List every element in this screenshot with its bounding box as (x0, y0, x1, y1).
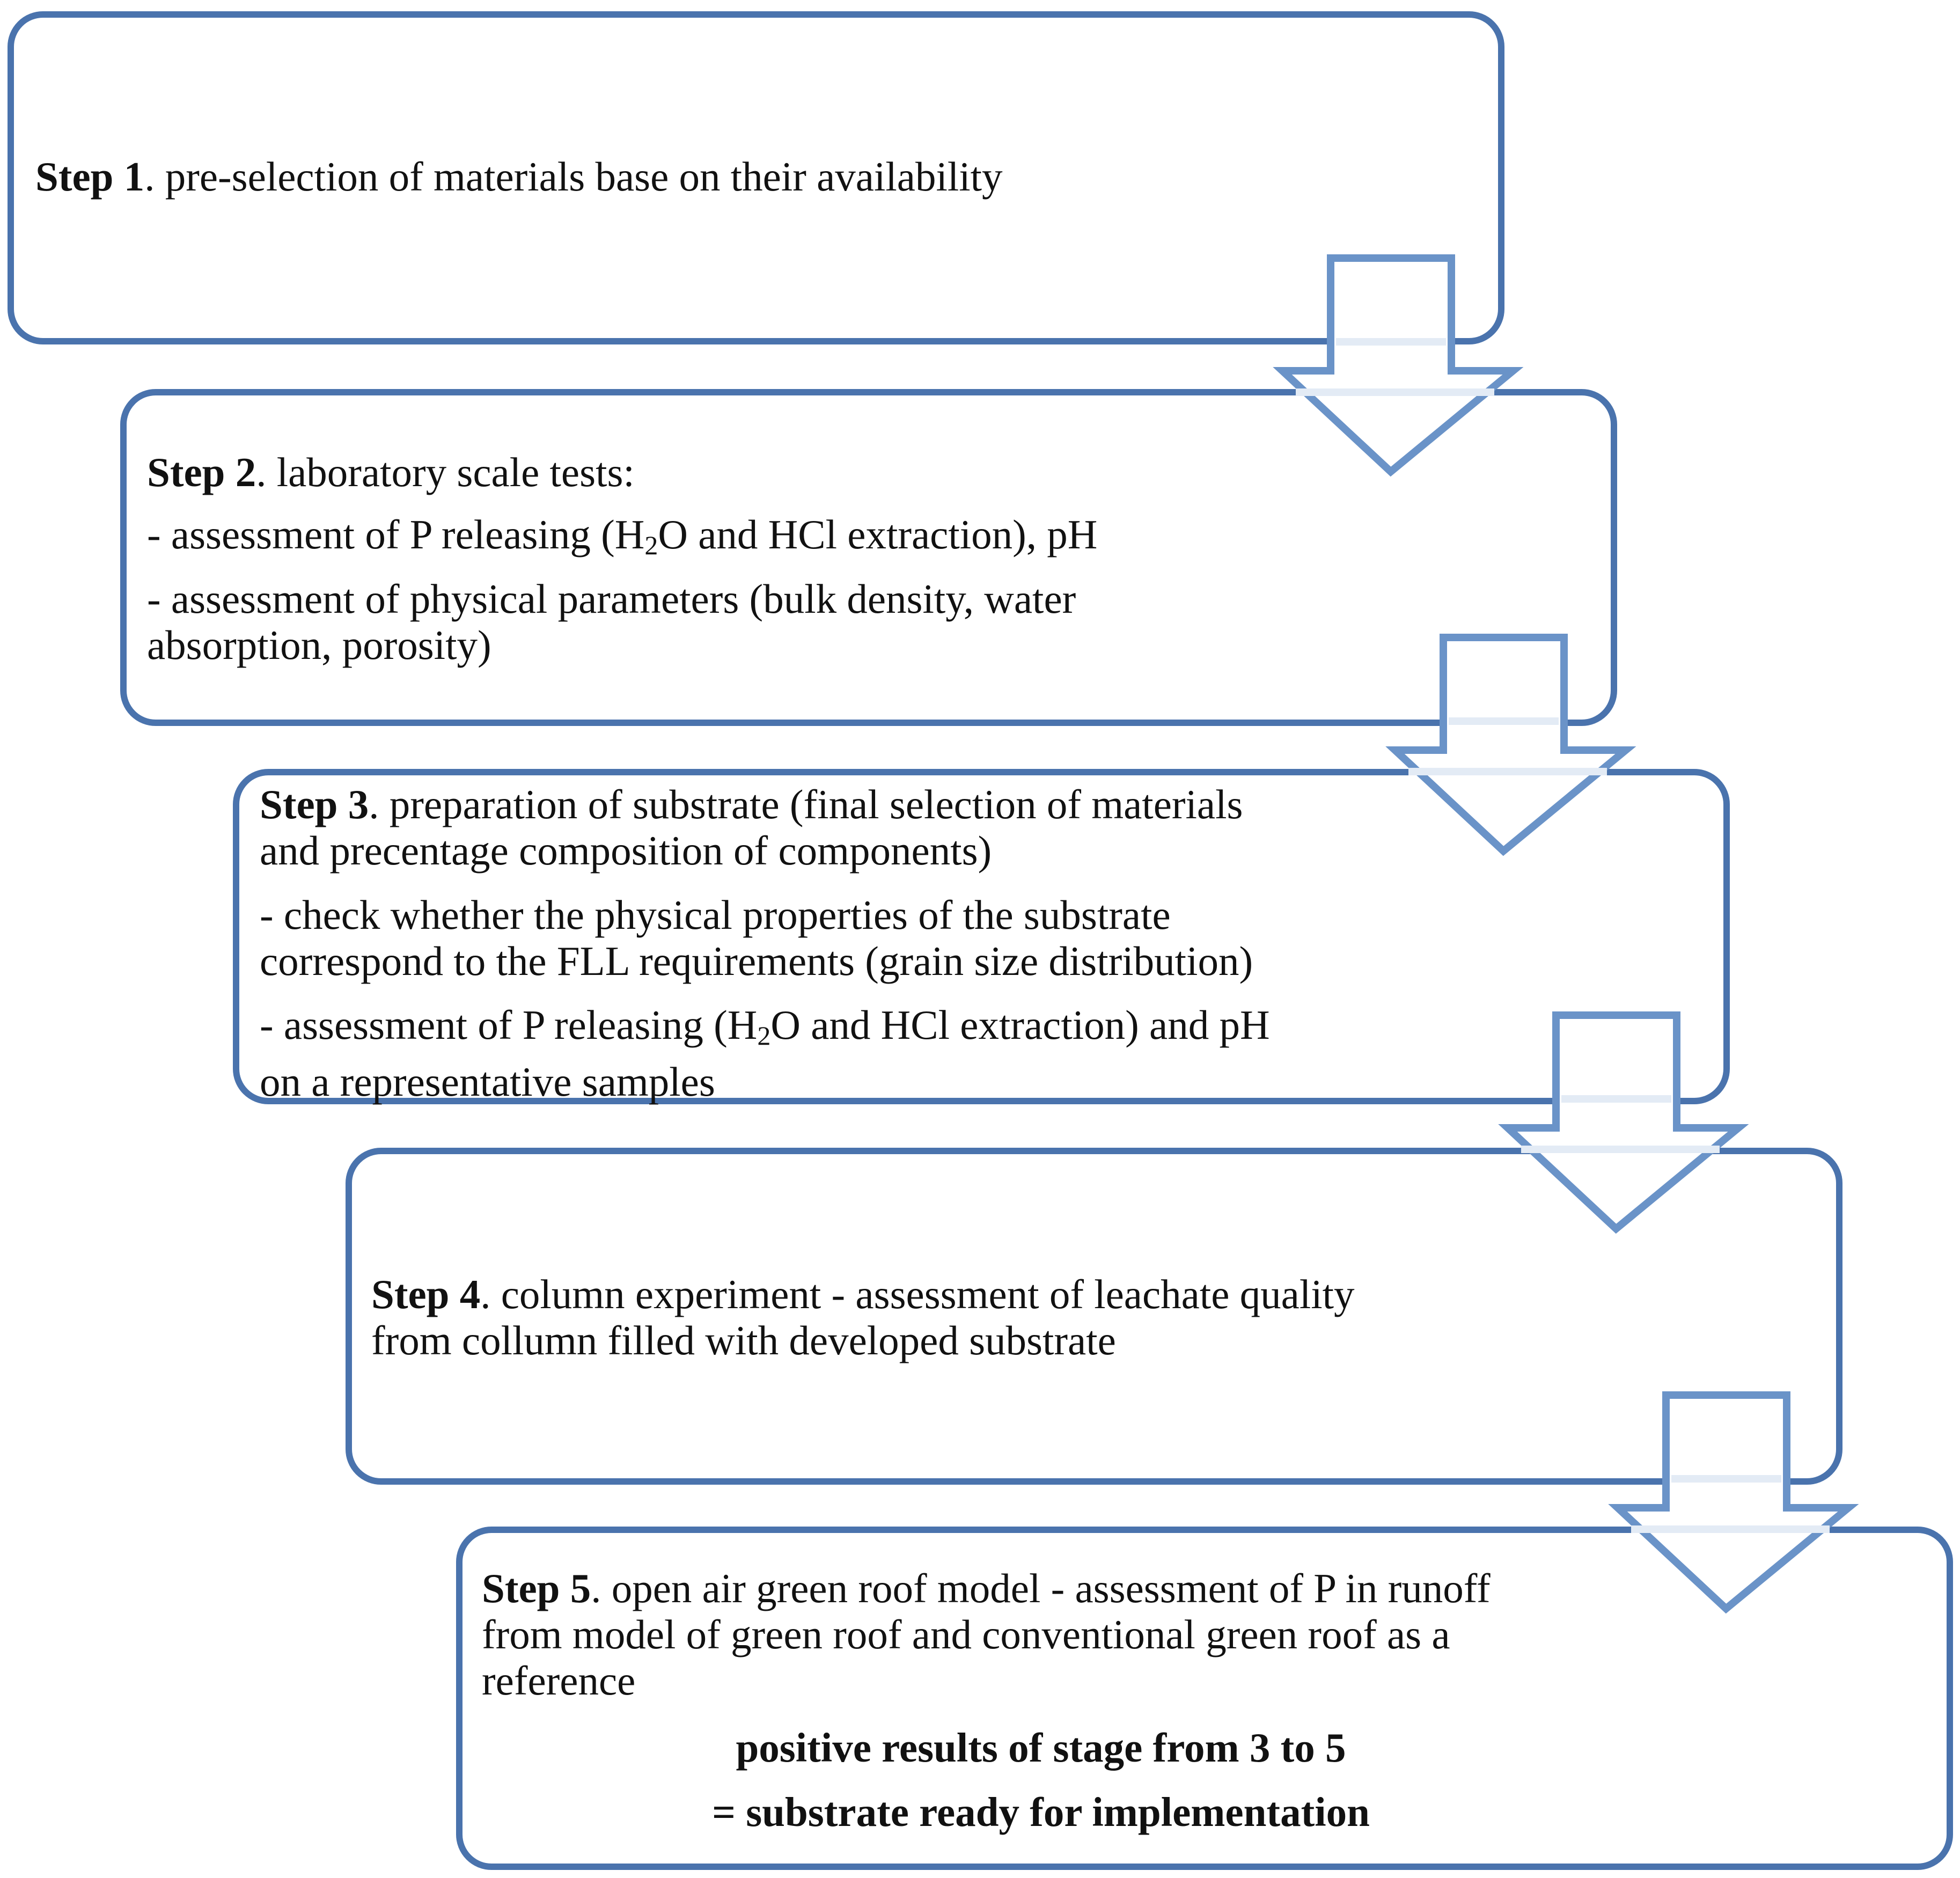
step-5-description: . open air green roof model - assessment… (591, 1565, 1491, 1611)
step-2-bullet-2: - assessment of physical parameters (bul… (147, 576, 1076, 668)
step-5-label: Step 5 (482, 1565, 591, 1611)
step-3-text: Step 3. preparation of substrate (final … (260, 781, 1243, 874)
step-3-bullet-1: - check whether the physical properties … (260, 892, 1253, 984)
step-1-text: Step 1. pre-selection of materials base … (35, 153, 1003, 200)
down-arrow-icon (1273, 254, 1524, 477)
step-3-description: . preparation of substrate (final select… (369, 781, 1243, 827)
step-4-text: Step 4. column experiment - assessment o… (371, 1271, 1355, 1363)
step-2-description: . laboratory scale tests: (256, 449, 635, 495)
step-1-description: . pre-selection of materials base on the… (144, 153, 1003, 200)
down-arrow-icon (1498, 1011, 1749, 1234)
step-2-text: Step 2. laboratory scale tests: (147, 449, 635, 495)
step-4-description: . column experiment - assessment of leac… (480, 1271, 1355, 1317)
step-1-label: Step 1 (35, 153, 145, 200)
step-5-conclusion-line-2: = substrate ready for implementation (712, 1789, 1370, 1835)
step-4-label: Step 4 (371, 1271, 481, 1317)
step-2-label: Step 2 (147, 449, 256, 495)
down-arrow-icon (1608, 1391, 1859, 1614)
step-1-box (8, 11, 1504, 344)
step-3-bullet-2: - assessment of P releasing (H2O and HCl… (260, 1002, 1270, 1105)
step-5-text: Step 5. open air green roof model - asse… (482, 1565, 1491, 1704)
step-2-bullet-1: - assessment of P releasing (H2O and HCl… (147, 511, 1098, 560)
step-3-label: Step 3 (260, 781, 369, 827)
step-5-conclusion-line-1: positive results of stage from 3 to 5 (736, 1725, 1346, 1771)
down-arrow-icon (1385, 634, 1636, 856)
